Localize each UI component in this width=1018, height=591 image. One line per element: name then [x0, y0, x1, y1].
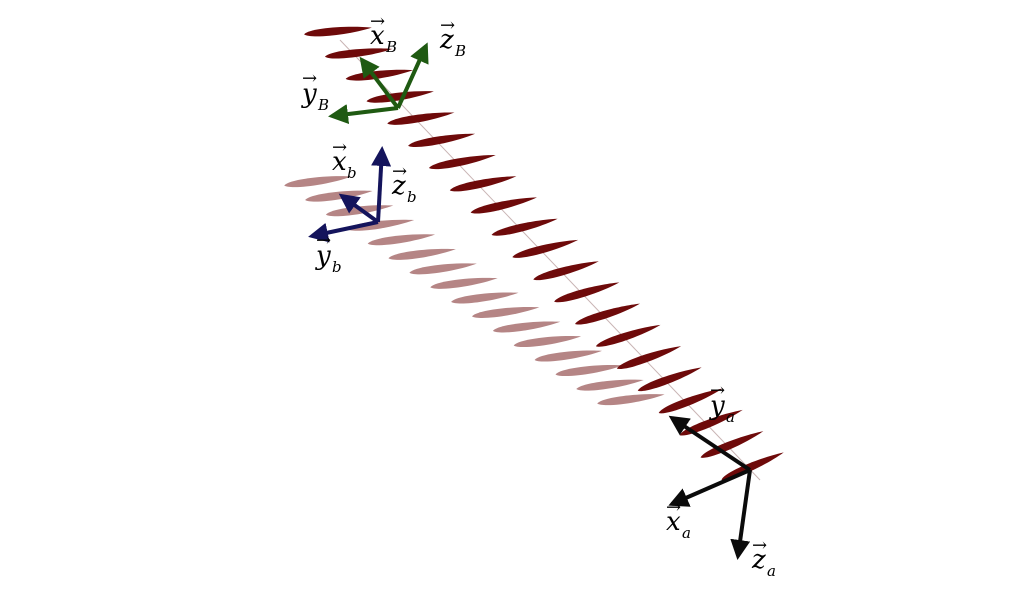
frame-b-z-arrow — [371, 146, 392, 223]
ghost-airfoil-section — [284, 176, 352, 188]
ghost-airfoil-section — [513, 336, 582, 348]
frame-B-y-arrow — [328, 104, 399, 125]
label-y-b: y → b — [315, 230, 342, 276]
ghost-airfoil-section — [305, 190, 373, 202]
ghost-airfoil-section — [346, 219, 415, 231]
svg-text:→: → — [440, 15, 455, 36]
solid-airfoil-section — [721, 452, 784, 480]
solid-airfoil-section — [366, 91, 434, 103]
solid-airfoil-section — [387, 112, 455, 125]
label-z-b: z → b — [391, 161, 417, 206]
solid-airfoil-section — [533, 261, 599, 281]
frame-a — [668, 415, 752, 560]
label-y-B: y → B — [301, 68, 329, 114]
frame-B-x-arrow — [359, 56, 400, 110]
svg-text:a: a — [726, 408, 735, 426]
svg-text:x: x — [370, 21, 385, 51]
frame-b-y-arrow — [308, 220, 379, 243]
wing-spine-line — [339, 39, 761, 481]
svg-text:b: b — [407, 188, 417, 206]
label-x-b: x → b — [332, 137, 357, 182]
frame-a-y-arrow — [668, 415, 752, 472]
svg-text:y: y — [709, 391, 725, 421]
svg-text:y: y — [315, 241, 331, 271]
svg-text:z: z — [439, 25, 454, 55]
solid-airfoil-section — [616, 346, 682, 369]
svg-text:a: a — [682, 524, 691, 542]
solid-airfoil-section — [428, 154, 496, 170]
solid-airfoil-section — [637, 367, 702, 392]
svg-text:→: → — [370, 11, 385, 32]
ghost-airfoil-section — [576, 379, 644, 391]
ghost-airfoil-section — [534, 350, 603, 362]
frame-B-z-arrow — [396, 42, 429, 109]
frame-b — [308, 146, 392, 243]
ghost-airfoil-section — [451, 292, 519, 304]
solid-airfoil-section — [491, 218, 558, 236]
solid-airfoil-section — [304, 26, 372, 37]
solid-airfoil-section — [408, 133, 476, 148]
frame-B — [328, 42, 429, 125]
ghost-airfoil-section — [367, 234, 436, 246]
svg-text:→: → — [710, 380, 725, 401]
ghost-airfoil-section — [430, 277, 498, 289]
svg-text:B: B — [454, 42, 466, 60]
solid-airfoil-section — [554, 282, 620, 303]
frame-a-x-arrow — [668, 468, 751, 507]
svg-text:z: z — [391, 171, 406, 201]
svg-text:→: → — [666, 497, 681, 518]
svg-text:→: → — [332, 137, 347, 158]
svg-text:→: → — [302, 68, 317, 89]
frame-b-x-arrow — [338, 193, 380, 224]
ghost-airfoil-section — [597, 394, 665, 406]
solid-airfoil-section — [324, 48, 393, 59]
solid-airfoil-section — [595, 324, 661, 347]
ghost-airfoil-section — [409, 263, 477, 275]
svg-text:B: B — [385, 38, 397, 56]
label-y-a: y → a — [709, 380, 735, 426]
ghost-airfoil-section — [555, 365, 623, 377]
solid-airfoil-section — [700, 431, 764, 458]
ghost-airfoil-section — [471, 306, 540, 318]
svg-text:→: → — [752, 535, 767, 556]
ghost-airfoil-section — [492, 321, 561, 333]
solid-airfoil-section — [512, 239, 579, 258]
solid-airfoil-section — [679, 409, 743, 436]
label-z-a: z → a — [751, 535, 776, 580]
label-x-B: x → B — [370, 11, 397, 56]
label-z-B: z → B — [439, 15, 466, 60]
solid-airfoil-section — [575, 303, 640, 325]
svg-text:z: z — [751, 545, 766, 575]
ghost-airfoil-section — [388, 248, 456, 260]
solid-airfoil-group — [304, 26, 784, 480]
svg-text:→: → — [316, 230, 331, 251]
svg-text:a: a — [767, 562, 776, 580]
frame-a-z-arrow — [730, 469, 752, 560]
solid-airfoil-section — [449, 176, 517, 192]
label-x-a: x → a — [666, 497, 691, 542]
ghost-airfoil-group — [284, 176, 665, 406]
svg-text:y: y — [301, 79, 317, 109]
svg-text:→: → — [392, 161, 407, 182]
solid-airfoil-section — [470, 197, 537, 214]
svg-text:x: x — [332, 147, 347, 177]
svg-text:b: b — [332, 258, 342, 276]
svg-text:b: b — [347, 164, 357, 182]
svg-text:x: x — [666, 507, 681, 537]
solid-airfoil-section — [658, 388, 723, 414]
svg-text:B: B — [317, 96, 329, 114]
